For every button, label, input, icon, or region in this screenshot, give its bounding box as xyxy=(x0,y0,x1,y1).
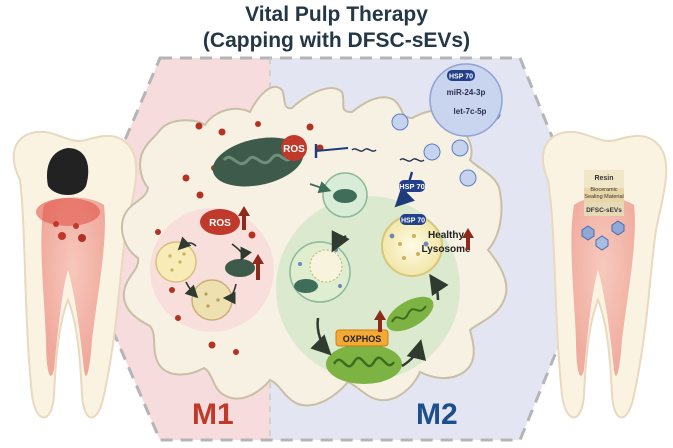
inhibition-arrow xyxy=(315,147,349,152)
mito-m1 xyxy=(225,259,255,277)
hsp70-label-lyso: HSP 70 xyxy=(401,218,425,225)
oxphos-box xyxy=(335,329,389,347)
m1-label: M1 xyxy=(192,398,234,431)
hsp70-label-cargo: HSP 70 xyxy=(449,74,473,81)
hexagon-outline xyxy=(76,56,600,442)
hsp70-badge-lyso xyxy=(400,214,426,225)
healthy-label: Healthy xyxy=(428,230,465,241)
let7-label: let-7c-5p xyxy=(454,107,487,116)
right-tooth-illustration xyxy=(541,130,668,419)
damaged-mitochondrion xyxy=(212,137,304,187)
ros-label-top: ROS xyxy=(283,144,305,155)
title-line-2: (Capping with DFSC-sEVs) xyxy=(202,29,471,52)
healthy-mitochondrion-right xyxy=(386,296,434,332)
ros-label-left: ROS xyxy=(209,218,231,229)
cargo-vesicle xyxy=(429,63,503,137)
hsp70-badge-cargo xyxy=(447,70,475,81)
lysosome-label: Lysosome xyxy=(421,244,471,255)
title-line-1: Vital Pulp Therapy xyxy=(245,3,428,26)
resin-label: Resin xyxy=(594,175,613,182)
lysosome-m1-upper xyxy=(155,241,197,283)
lysosome-m1-lower xyxy=(191,279,233,321)
sealing-label: Sealing Material xyxy=(584,194,623,200)
dfsc-label: DFSC-sEVs xyxy=(586,207,622,214)
left-tooth-illustration xyxy=(12,130,138,419)
bioceramic-label: Bioceramic xyxy=(590,187,617,193)
hsp70-label-mid: HSP 70 xyxy=(399,182,425,191)
mir-label: miR-24-3p xyxy=(447,88,486,97)
ros-badge-top xyxy=(281,135,307,161)
healthy-mitochondrion-bottom xyxy=(326,344,402,384)
ros-badge-left xyxy=(200,209,240,235)
oxphos-label: OXPHOS xyxy=(343,334,382,344)
hsp70-badge-mid xyxy=(399,180,425,192)
m2-label: M2 xyxy=(416,398,458,431)
